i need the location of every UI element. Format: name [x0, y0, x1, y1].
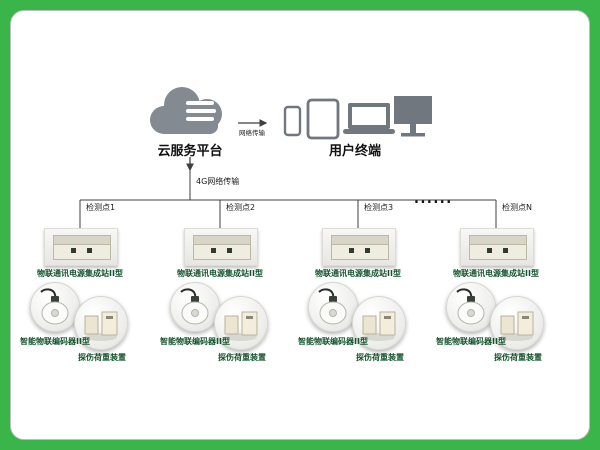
device-label: 物联通讯电源集成站II型 [453, 269, 539, 278]
device-icon [469, 235, 527, 245]
load-device-icon [224, 311, 258, 341]
phone-icon [283, 105, 302, 137]
load-label: 探伤荷重装置 [494, 353, 542, 362]
device-label: 物联通讯电源集成站II型 [37, 269, 123, 278]
device-icon [193, 235, 251, 245]
cloud-label: 云服务平台 [157, 144, 223, 159]
terminals-label: 用户终端 [328, 144, 381, 159]
encoder-label: 智能物联编码器II型 [436, 337, 506, 346]
device-photo [460, 228, 534, 266]
station-group-2: 检测点2 物联通讯电源集成站II型 智能物联编码器II型 探伤荷重装置 [150, 203, 290, 368]
device-label: 物联通讯电源集成站II型 [315, 269, 401, 278]
load-device-photo [214, 296, 268, 350]
device-photo [322, 228, 396, 266]
load-label: 探伤荷重装置 [218, 353, 266, 362]
load-device-photo [74, 296, 128, 350]
device-icon [331, 235, 389, 245]
detection-point-label: 检测点3 [364, 203, 394, 212]
encoder-icon [180, 288, 209, 325]
diagram-panel [10, 10, 590, 440]
encoder-photo [170, 282, 220, 332]
load-label: 探伤荷重装置 [356, 353, 404, 362]
load-device-photo [352, 296, 406, 350]
4g-transfer-label: 4G网络传输 [196, 177, 240, 186]
station-group-4: 检测点N 物联通讯电源集成站II型 智能物联编码器II型 探伤荷重装置 [426, 203, 566, 368]
device-photo [184, 228, 258, 266]
encoder-photo [30, 282, 80, 332]
device-icon [53, 235, 111, 245]
encoder-icon [456, 288, 485, 325]
station-group-1: 检测点1 物联通讯电源集成站II型 智能物联编码器II型 探伤荷重装置 [10, 203, 150, 368]
encoder-icon [40, 288, 69, 325]
load-label: 探伤荷重装置 [78, 353, 126, 362]
encoder-photo [308, 282, 358, 332]
encoder-label: 智能物联编码器II型 [20, 337, 90, 346]
ellipsis-label: ...... [414, 192, 453, 207]
device-photo [44, 228, 118, 266]
detection-point-label: 检测点N [502, 203, 532, 212]
cloud-icon [150, 87, 222, 134]
load-device-photo [490, 296, 544, 350]
tablet-icon [306, 98, 340, 140]
encoder-label: 智能物联编码器II型 [160, 337, 230, 346]
monitor-icon [394, 96, 432, 137]
encoder-label: 智能物联编码器II型 [298, 337, 368, 346]
net-transfer-label: 网络传输 [239, 129, 265, 137]
laptop-icon [343, 103, 395, 134]
device-label: 物联通讯电源集成站II型 [177, 269, 263, 278]
load-device-icon [362, 311, 396, 341]
load-device-icon [500, 311, 534, 341]
detection-point-label: 检测点1 [86, 203, 116, 212]
station-group-3: 检测点3 物联通讯电源集成站II型 智能物联编码器II型 探伤荷重装置 [288, 203, 428, 368]
encoder-photo [446, 282, 496, 332]
load-device-icon [84, 311, 118, 341]
user-terminals-icons [283, 96, 432, 140]
encoder-icon [318, 288, 347, 325]
detection-point-label: 检测点2 [226, 203, 256, 212]
